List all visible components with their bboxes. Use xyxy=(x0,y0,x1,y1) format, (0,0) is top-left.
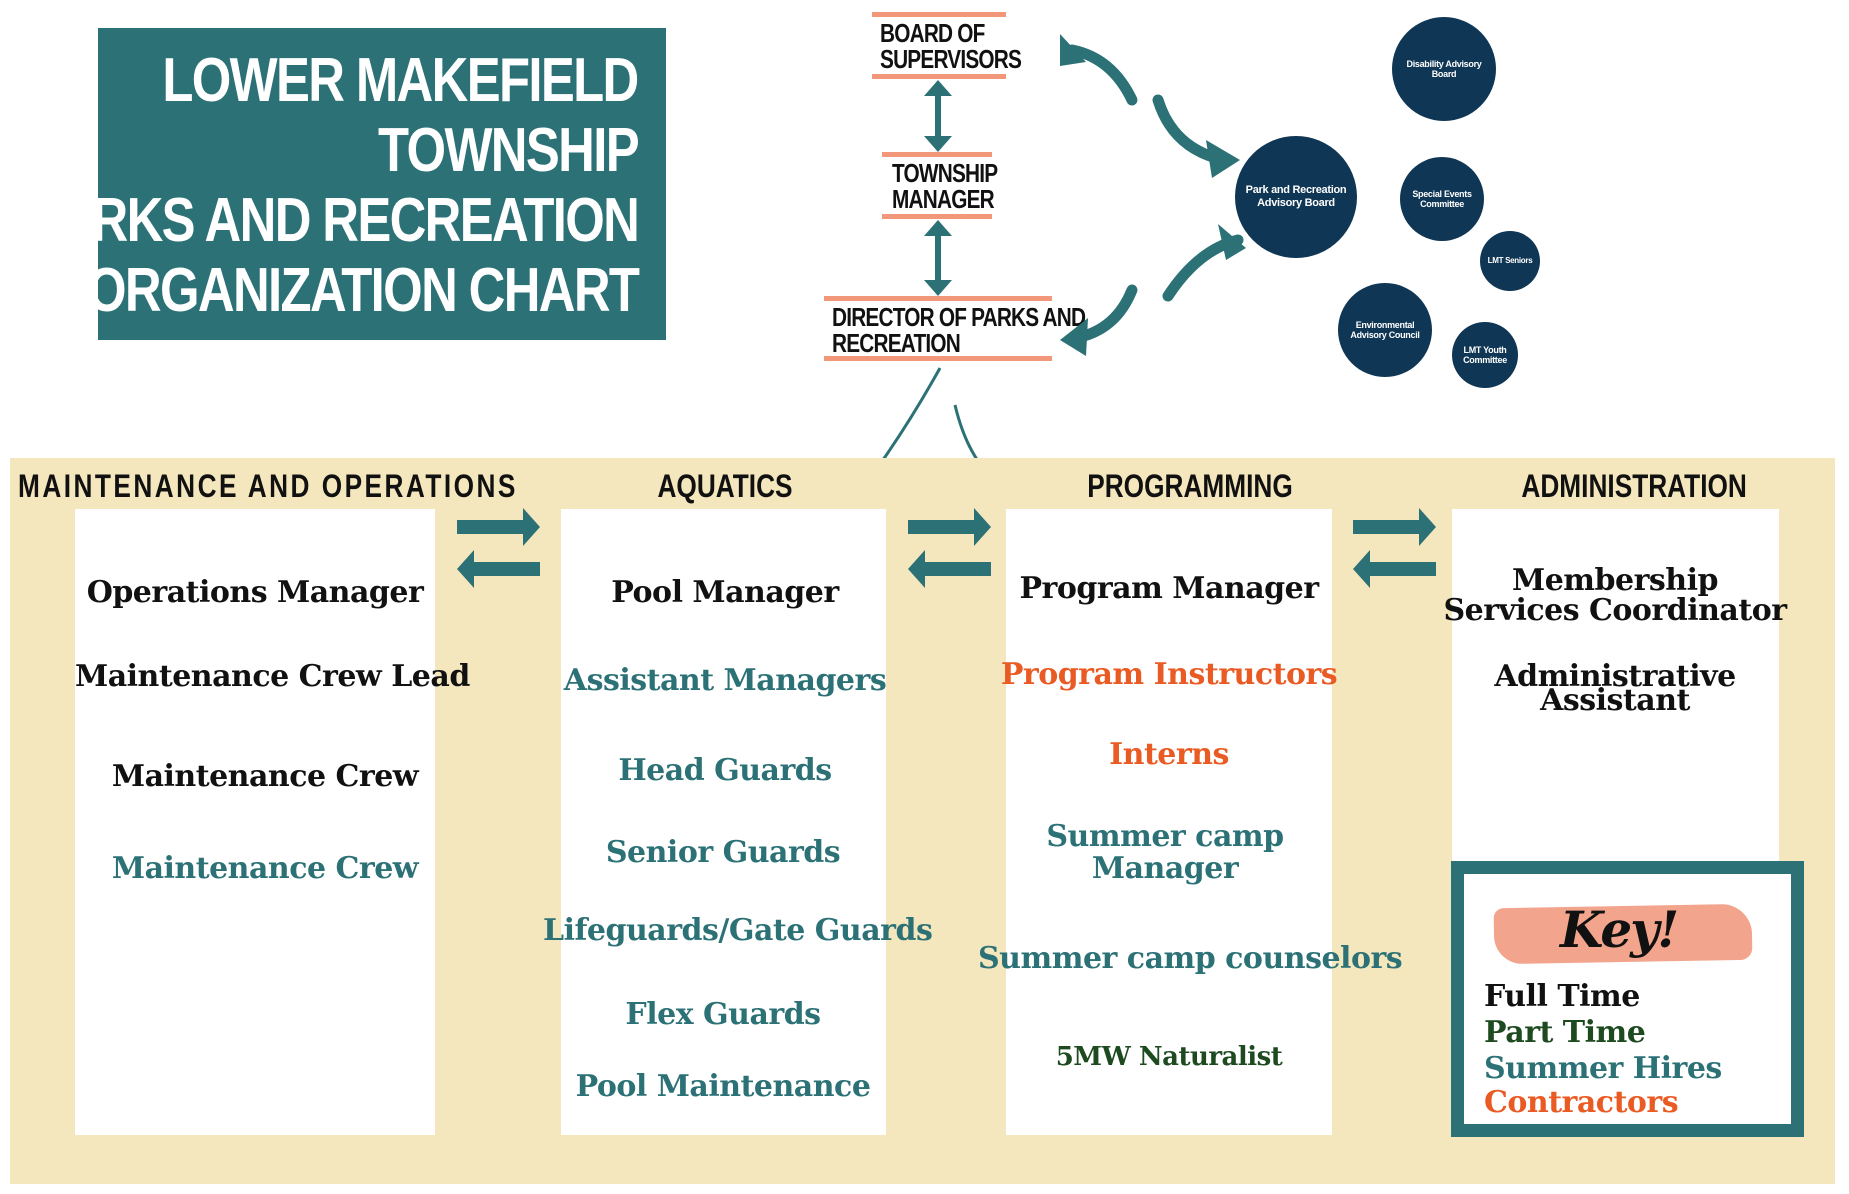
department-exchange-arrows xyxy=(457,508,1436,588)
curved-arrow-heads xyxy=(1060,34,1246,356)
key-part-time: Part Time xyxy=(1484,1015,1646,1050)
role-pool-manager: Pool Manager xyxy=(611,575,839,610)
advisory-main-line-2: Advisory Board xyxy=(1257,197,1335,209)
programming-administration-arrows xyxy=(1353,508,1436,588)
advisory-main-line-1: Park and Recreation xyxy=(1245,184,1347,197)
connector-arrows xyxy=(853,34,1246,500)
board-bottom-rule xyxy=(872,74,1006,79)
title-line-4: ORGANIZATION CHART xyxy=(86,256,640,325)
special-events-line-2: Committee xyxy=(1420,199,1464,209)
director-line-1: DIRECTOR OF PARKS AND xyxy=(832,302,1086,332)
role-summer-camp-manager-line-1: Summer camp xyxy=(1046,819,1284,854)
youth-line-1: LMT Youth xyxy=(1463,344,1507,355)
board-manager-arrow xyxy=(924,80,952,152)
lmt-seniors: LMT Seniors xyxy=(1480,231,1540,291)
board-line-2: SUPERVISORS xyxy=(880,44,1022,74)
role-lifeguards-gate-guards: Lifeguards/Gate Guards xyxy=(543,913,933,948)
role-administrative-line-2: Assistant xyxy=(1540,683,1690,718)
director-top-rule xyxy=(824,296,1052,301)
role-summer-camp-counselors: Summer camp counselors xyxy=(978,941,1403,976)
aquatics-title: AQUATICS xyxy=(657,468,793,504)
aquatics-panel xyxy=(561,509,886,1135)
role-senior-guards: Senior Guards xyxy=(605,835,841,870)
maintenance-panel xyxy=(75,509,435,1135)
disability-line-2: Board xyxy=(1431,69,1457,79)
environmental-line-2: Advisory Council xyxy=(1350,330,1420,340)
role-summer-camp-manager-line-2: Manager xyxy=(1091,851,1239,886)
board-line-1: BOARD OF xyxy=(880,18,985,48)
role-membership-line-2: Services Coordinator xyxy=(1443,593,1787,628)
programming-title: PROGRAMMING xyxy=(1087,468,1293,504)
key-full-time: Full Time xyxy=(1484,979,1640,1014)
programming-panel xyxy=(1006,509,1332,1135)
youth-line-2: Committee xyxy=(1463,355,1507,365)
role-maintenance-crew-summer: Maintenance Crew xyxy=(111,851,419,886)
environmental-line-1: Environmental xyxy=(1355,319,1415,330)
maintenance-title: MAINTENANCE AND OPERATIONS xyxy=(18,468,518,504)
role-membership-line-1: Membership xyxy=(1512,563,1718,598)
director-bottom-rule xyxy=(824,356,1052,361)
manager-line-1: TOWNSHIP xyxy=(892,158,998,188)
role-head-guards: Head Guards xyxy=(618,753,832,788)
role-pool-maintenance: Pool Maintenance xyxy=(575,1069,871,1104)
role-assistant-managers: Assistant Managers xyxy=(563,663,887,698)
board-to-advisory-arrow xyxy=(1066,44,1244,344)
key-heading: Key! xyxy=(1560,900,1679,959)
color-key: Key! Full Time Part Time Summer Hires Co… xyxy=(1451,861,1804,1137)
disability-line-1: Disability Advisory xyxy=(1406,58,1482,69)
role-program-instructors: Program Instructors xyxy=(1000,657,1338,692)
role-operations-manager: Operations Manager xyxy=(86,575,424,610)
role-5mw-naturalist: 5MW Naturalist xyxy=(1055,1042,1283,1072)
board-top-rule xyxy=(872,12,1006,17)
director-line-2: RECREATION xyxy=(832,328,961,358)
manager-line-2: MANAGER xyxy=(892,184,995,214)
role-program-manager: Program Manager xyxy=(1019,571,1319,606)
title-line-3: PARKS AND RECREATION xyxy=(27,186,640,255)
aquatics-programming-arrows xyxy=(908,508,991,588)
key-summer-hires: Summer Hires xyxy=(1484,1051,1722,1086)
role-administrative-line-1: Administrative xyxy=(1494,659,1736,694)
manager-bottom-rule xyxy=(882,214,992,219)
manager-top-rule xyxy=(882,152,992,157)
role-interns: Interns xyxy=(1109,737,1229,772)
maintenance-aquatics-arrows xyxy=(457,508,540,588)
seniors-line-1: LMT Seniors xyxy=(1487,256,1533,266)
title-box: LOWER MAKEFIELD TOWNSHIP PARKS AND RECRE… xyxy=(28,28,666,340)
role-flex-guards: Flex Guards xyxy=(625,997,821,1032)
role-maintenance-crew-lead: Maintenance Crew Lead xyxy=(75,659,470,694)
administration-title: ADMINISTRATION xyxy=(1521,468,1747,504)
role-maintenance-crew-ft: Maintenance Crew xyxy=(111,759,419,794)
title-line-1: LOWER MAKEFIELD xyxy=(162,46,640,115)
title-line-2: TOWNSHIP xyxy=(378,116,640,185)
manager-director-arrow xyxy=(924,220,952,296)
key-contractors: Contractors xyxy=(1484,1085,1679,1120)
special-events-line-1: Special Events xyxy=(1412,188,1472,199)
